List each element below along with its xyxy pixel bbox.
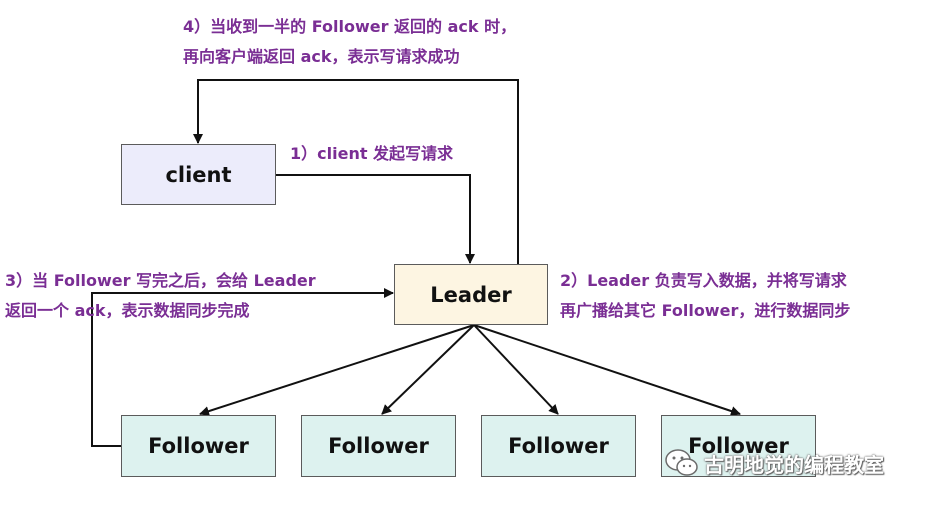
follower-label-2: Follower <box>328 434 429 458</box>
annotation-step-4: 4）当收到一半的 Follower 返回的 ack 时， 再向客户端返回 ack… <box>183 12 516 72</box>
edge-leader-to-follower-2 <box>381 324 475 415</box>
annotation-step-2-line-1: 2）Leader 负责写入数据，并将写请求 <box>560 271 847 290</box>
leader-label: Leader <box>430 282 512 307</box>
leader-node: Leader <box>394 264 548 325</box>
annotation-step-1: 1）client 发起写请求 <box>290 139 453 169</box>
watermark-text: 古明地觉的编程教室 <box>704 452 884 477</box>
edge-leader-to-client <box>193 79 519 264</box>
follower-node-3: Follower <box>481 415 636 477</box>
edge-follower-to-leader <box>91 288 394 447</box>
follower-node-4: Follower <box>661 415 816 477</box>
follower-label-4: Follower <box>688 434 789 458</box>
annotation-step-4-line-2: 再向客户端返回 ack，表示写请求成功 <box>183 47 460 66</box>
annotation-step-3: 3）当 Follower 写完之后，会给 Leader 返回一个 ack，表示数… <box>5 266 316 326</box>
annotation-step-1-line: 1）client 发起写请求 <box>290 144 454 163</box>
follower-label-1: Follower <box>148 434 249 458</box>
client-label: client <box>165 162 232 187</box>
follower-node-1: Follower <box>121 415 276 477</box>
watermark: 古明地觉的编程教室 <box>664 445 884 481</box>
edge-client-to-leader <box>276 174 475 264</box>
follower-node-2: Follower <box>301 415 456 477</box>
annotation-step-4-line-1: 4）当收到一半的 Follower 返回的 ack 时， <box>183 17 517 36</box>
edge-leader-to-follower-4 <box>473 324 741 416</box>
annotation-step-2-line-2: 再广播给其它 Follower，进行数据同步 <box>560 301 851 320</box>
edge-leader-to-follower-3 <box>473 324 559 415</box>
wechat-icon <box>665 449 698 476</box>
annotation-step-3-line-2: 返回一个 ack，表示数据同步完成 <box>5 301 250 320</box>
client-node: client <box>121 144 276 205</box>
follower-label-3: Follower <box>508 434 609 458</box>
annotation-step-3-line-1: 3）当 Follower 写完之后，会给 Leader <box>5 271 316 290</box>
annotation-step-2: 2）Leader 负责写入数据，并将写请求 再广播给其它 Follower，进行… <box>560 266 850 326</box>
edge-leader-to-follower-1 <box>199 324 475 416</box>
